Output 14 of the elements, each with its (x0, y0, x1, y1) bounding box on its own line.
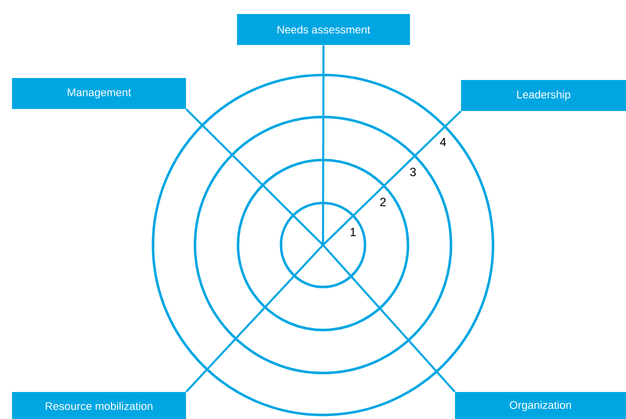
label-box: Organization (455, 392, 626, 419)
scale-number: 1 (349, 227, 357, 237)
scale-number: 2 (379, 197, 387, 207)
spoke-line (185, 244, 324, 392)
spoke-line (186, 108, 324, 246)
scale-number: 3 (409, 167, 417, 177)
spoke-line (322, 110, 462, 246)
scale-number: 4 (439, 137, 447, 147)
label-box: Leadership (461, 80, 626, 111)
spoke-line (322, 244, 456, 392)
spoke-line (322, 45, 324, 245)
label-box: Management (12, 78, 186, 109)
label-box: Resource mobilization (12, 392, 186, 419)
label-box: Needs assessment (237, 14, 410, 45)
